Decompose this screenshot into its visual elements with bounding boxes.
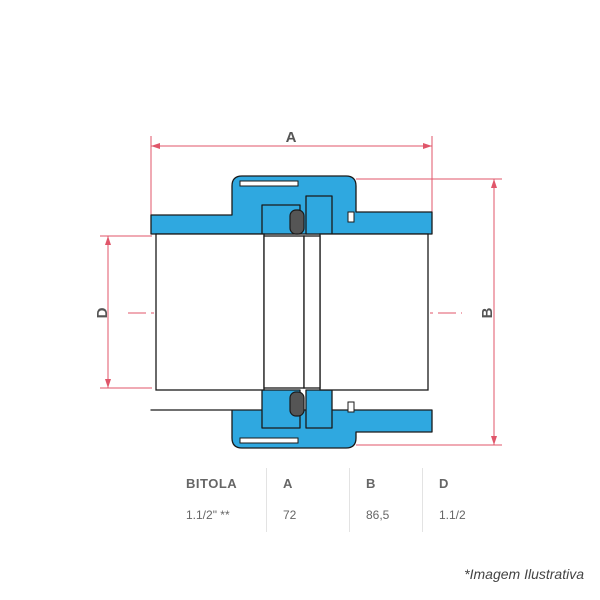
dimension-arrows [105, 143, 497, 445]
cell-d: 1.1/2 [422, 498, 499, 532]
table-header-row: BITOLA A B D [178, 468, 499, 498]
seal-rings [289, 209, 305, 417]
dimension-label-d: D [94, 307, 111, 318]
dimension-label-b: B [479, 307, 496, 318]
cell-a: 72 [266, 498, 350, 532]
dimensions-table: BITOLA A B D 1.1/2" ** 72 86,5 1.1/2 [178, 468, 499, 532]
header-bitola: BITOLA [186, 475, 238, 491]
seal-upper [289, 209, 305, 235]
header-d: D [422, 468, 499, 498]
dimension-label-a: A [286, 129, 297, 146]
cell-bitola: 1.1/2" ** [186, 508, 230, 522]
union-body [150, 175, 433, 449]
pipe-bore [155, 233, 429, 391]
seal-lower [289, 391, 305, 417]
nut-highlights [239, 180, 355, 444]
table-row: 1.1/2" ** 72 86,5 1.1/2 [178, 498, 499, 532]
header-b: B [349, 468, 423, 498]
header-a: A [266, 468, 350, 498]
union-fitting-drawing: A B D [94, 129, 502, 449]
cell-b: 86,5 [349, 498, 423, 532]
illustrative-image-note: *Imagem Ilustrativa [464, 566, 584, 582]
